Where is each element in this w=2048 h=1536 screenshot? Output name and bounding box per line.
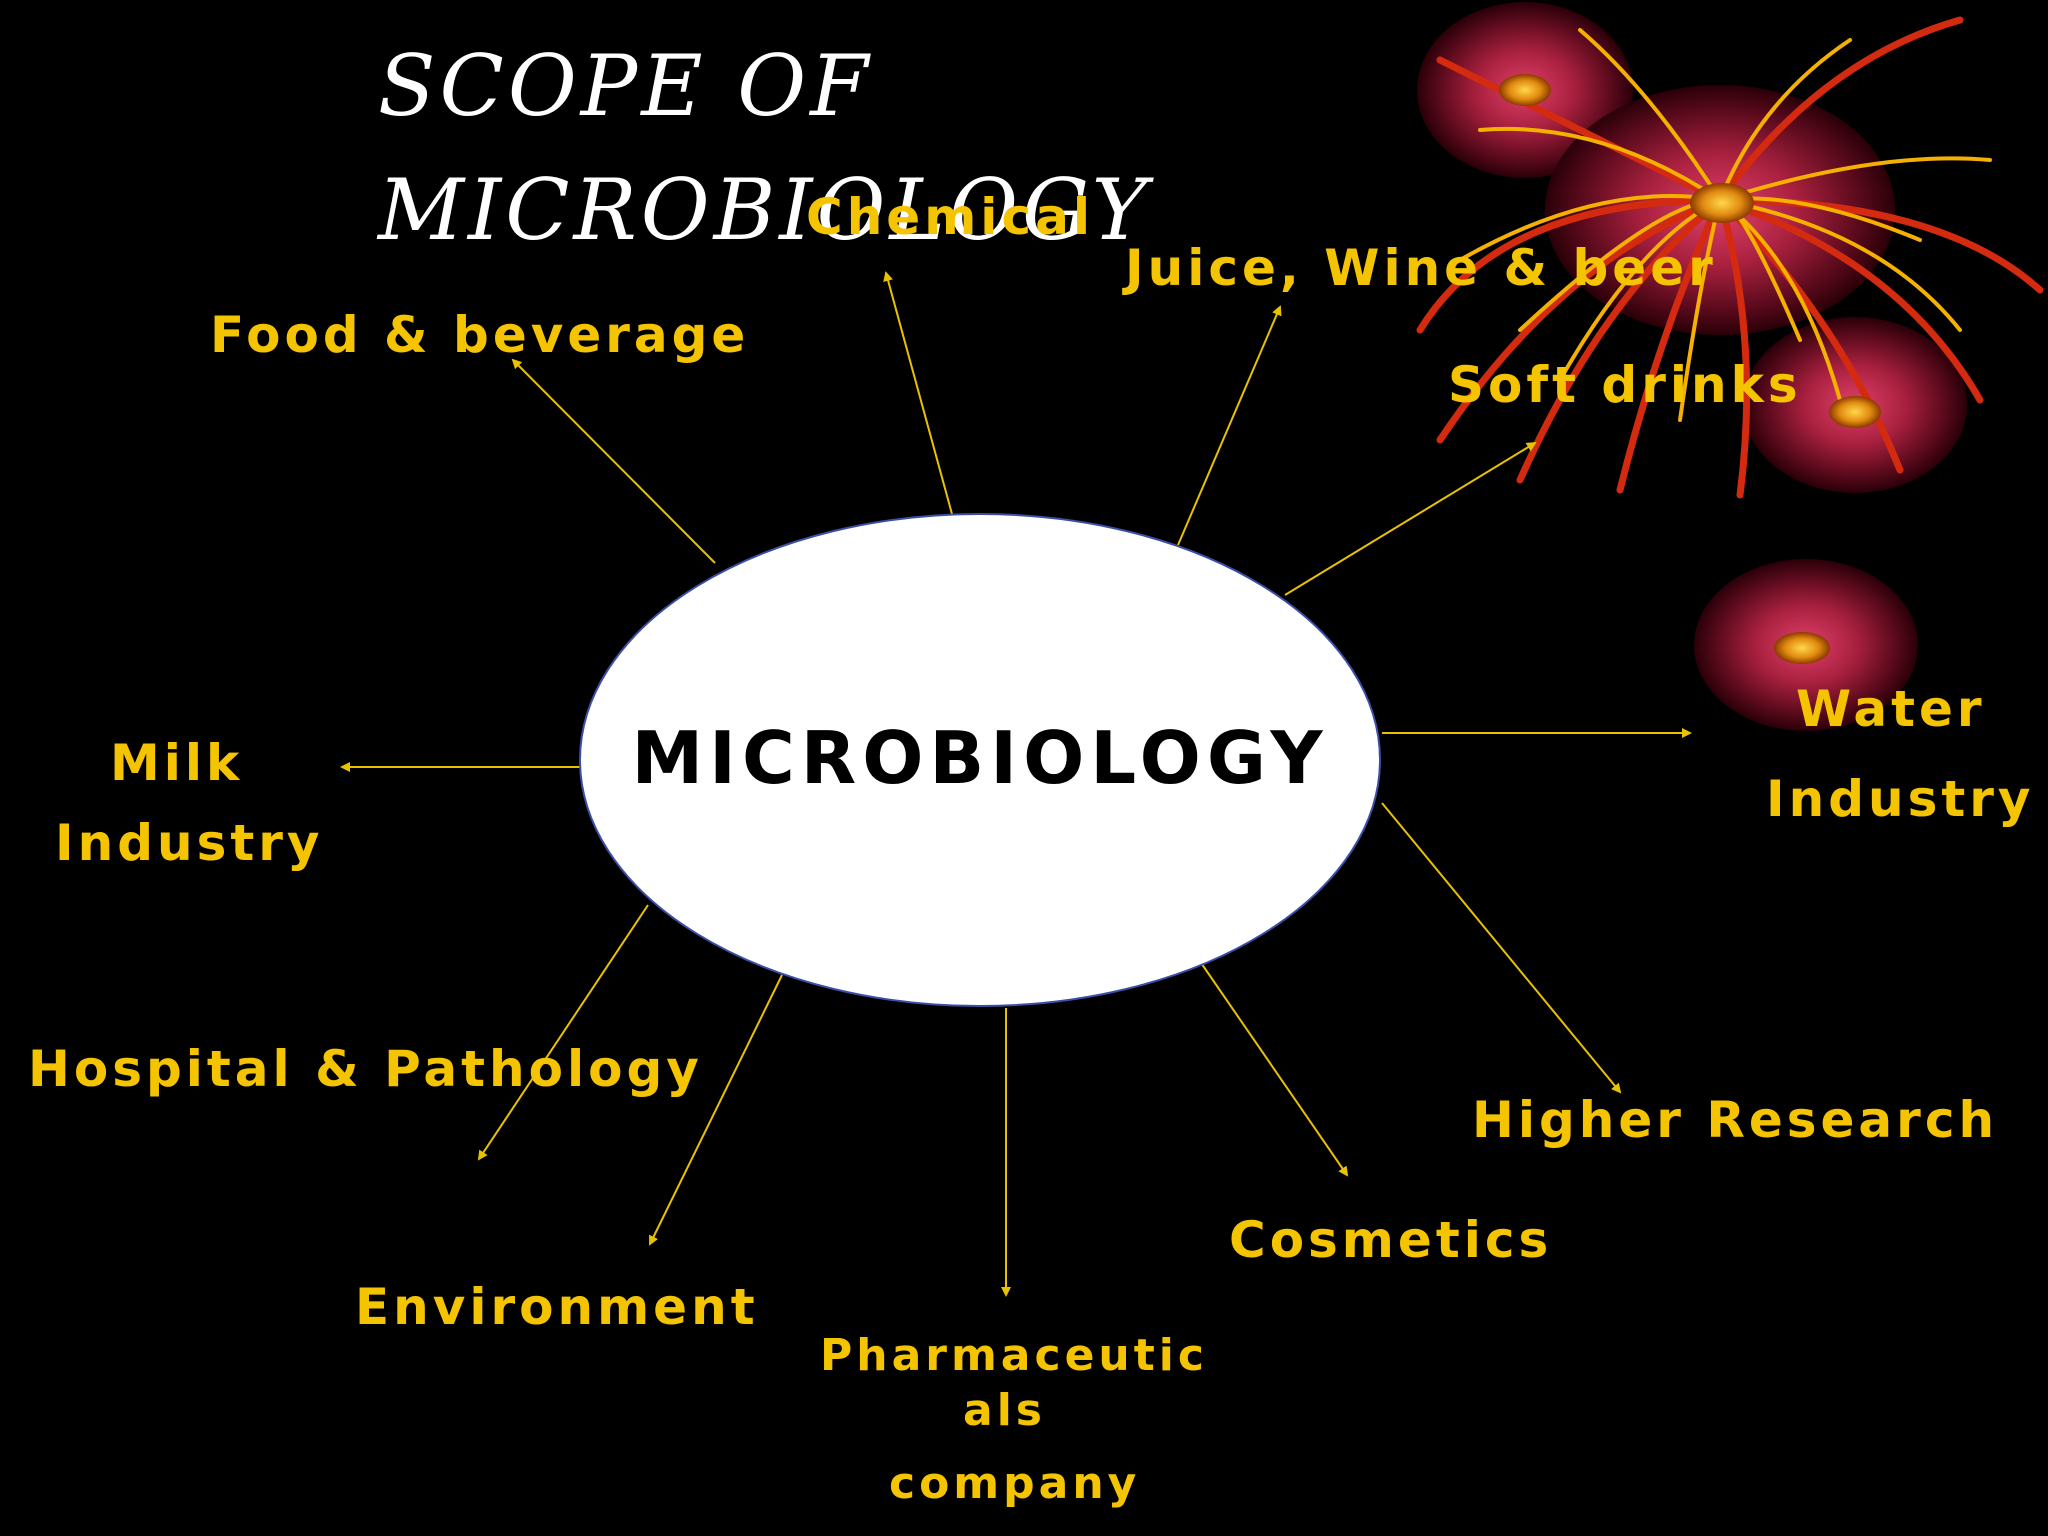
label-water-line1: Water xyxy=(1796,684,1986,734)
label-pharma-line1: Pharmaceutic xyxy=(820,1334,1208,1378)
label-soft-drinks: Soft drinks xyxy=(1448,360,1802,410)
label-cosmetics: Cosmetics xyxy=(1229,1215,1552,1265)
center-label: MICROBIOLOGY xyxy=(580,722,1380,794)
arrow-cosmetics xyxy=(1197,957,1347,1175)
label-milk-line1: Milk xyxy=(110,738,243,788)
label-hospital-pathology: Hospital & Pathology xyxy=(28,1044,703,1094)
arrow-chemical xyxy=(886,273,955,525)
arrow-environment xyxy=(650,975,782,1244)
arrow-food xyxy=(513,360,715,563)
label-milk-line2: Industry xyxy=(55,818,324,868)
label-juice-wine-beer: Juice, Wine & beer xyxy=(1125,243,1717,293)
label-environment: Environment xyxy=(355,1282,759,1332)
label-pharma-line2: als xyxy=(963,1389,1046,1433)
label-higher-research: Higher Research xyxy=(1472,1095,1998,1145)
label-chemical: Chemical xyxy=(806,192,1094,242)
label-food-beverage: Food & beverage xyxy=(210,310,749,360)
arrow-research xyxy=(1382,803,1620,1092)
label-water-line2: Industry xyxy=(1766,774,2035,824)
label-pharma-line3: company xyxy=(889,1462,1140,1506)
arrow-hospital xyxy=(479,905,648,1159)
title-line-1: SCOPE OF xyxy=(378,44,872,128)
arrow-juice xyxy=(1178,307,1280,545)
arrow-soft-drinks xyxy=(1285,443,1535,595)
